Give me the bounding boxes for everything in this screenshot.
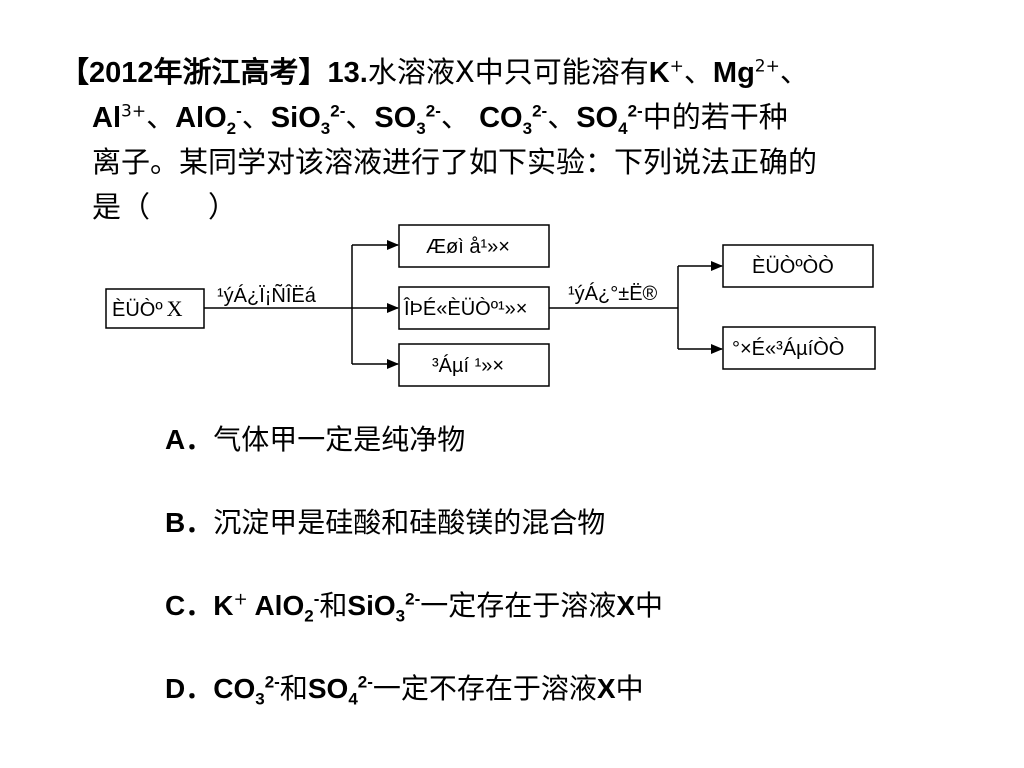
option-c-sio3: SiO: [347, 590, 396, 621]
option-c-conj: 和: [319, 589, 348, 622]
option-d-co3: CO: [213, 673, 256, 704]
ion-al: Al: [92, 102, 121, 134]
option-b[interactable]: B．沉淀甲是硅酸和硅酸镁的混合物: [165, 503, 985, 543]
ion-mg: Mg: [712, 57, 755, 89]
box-gas-label: Æøì å¹»×: [426, 236, 510, 258]
box-gas: [398, 224, 550, 268]
separator: 、: [683, 55, 713, 89]
option-d-so4-sub: 4: [348, 689, 358, 709]
question-source: 【2012年浙江高考】13.: [60, 57, 368, 89]
option-d-tail: 一定不存在于溶液: [372, 672, 597, 705]
separator: 、: [241, 100, 271, 134]
ion-alo2: AlO: [175, 102, 227, 134]
option-c-end: 中: [634, 589, 663, 622]
option-d-end: 中: [615, 672, 644, 705]
option-b-text: 沉淀甲是硅酸和硅酸镁的混合物: [213, 506, 606, 539]
box-solution-a: [398, 286, 550, 330]
ion-co3-charge: 2-: [532, 101, 548, 121]
option-d[interactable]: D．CO32-和SO42-一定不存在于溶液X中: [165, 669, 985, 709]
option-d-co3-sub: 3: [255, 689, 265, 709]
option-a[interactable]: A．气体甲一定是纯净物: [165, 420, 985, 460]
ion-sio3-sub: 3: [320, 118, 331, 138]
box-white-precipitate: [722, 326, 876, 370]
option-d-so4-charge: 2-: [357, 672, 373, 692]
ion-mg-charge: 2+: [754, 56, 780, 77]
option-c-alo2: AlO: [247, 590, 305, 621]
box-solution-x: [105, 288, 205, 329]
arrow1-label: ¹ýÁ¿Ï¡ÑÎËá: [217, 283, 317, 307]
question-intro: 水溶液X中只可能溶有: [367, 55, 649, 89]
box-solution-a-label: ÎÞÉ«ÈÜÒº¹»×: [403, 297, 527, 320]
question-line-3: 离子。某同学对该溶液进行了如下实验：下列说法正确的: [92, 145, 818, 179]
box-white-precipitate-label: °×É«³ÁµíÒÒ: [732, 337, 844, 360]
box-precipitate: [398, 343, 550, 387]
option-a-letter: A．: [165, 424, 214, 455]
option-c-alo2-sub: 2: [304, 606, 314, 626]
ion-alo2-charge: -: [236, 101, 242, 121]
question-after-ions: 中的若干种: [642, 100, 788, 134]
question-line-1: 【2012年浙江高考】13.水溶液X中只可能溶有K+、Mg2+、: [60, 50, 960, 95]
separator: 、: [547, 100, 577, 134]
ion-so3-charge: 2-: [425, 101, 441, 121]
option-d-so4: SO: [307, 673, 349, 704]
ion-al-charge: 3+: [121, 101, 147, 122]
ion-so3: SO: [374, 102, 417, 134]
ion-k-charge: +: [669, 56, 684, 77]
ion-so4-charge: 2-: [627, 101, 643, 121]
option-c-k-charge: +: [233, 589, 248, 610]
separator: 、: [345, 100, 375, 134]
ion-so3-sub: 3: [416, 118, 426, 138]
separator: 、: [779, 55, 809, 89]
box-precipitate-label: ³Áµí ¹»×: [432, 354, 504, 377]
option-d-conj: 和: [279, 672, 308, 705]
ion-so4: SO: [576, 102, 619, 134]
ion-co3: CO: [479, 102, 523, 134]
option-c-tail: 一定存在于溶液: [420, 589, 617, 622]
arrow2-label: ¹ýÁ¿°±Ë®: [568, 282, 658, 305]
option-c[interactable]: C．K+ AlO2-和SiO32-一定存在于溶液X中: [165, 586, 985, 626]
question-line-2: Al3+、AlO2-、SiO32-、SO32-、 CO32-、SO42-中的若干…: [60, 95, 960, 140]
ion-sio3: SiO: [270, 102, 321, 134]
ion-sio3-charge: 2-: [330, 101, 346, 121]
option-d-co3-charge: 2-: [264, 672, 280, 692]
question-line-4: 是（ ）: [92, 190, 238, 224]
option-c-x: X: [616, 590, 635, 621]
box-solution-b: [722, 244, 874, 288]
ion-co3-sub: 3: [522, 118, 533, 138]
ion-k: K: [648, 57, 670, 89]
option-c-letter: C．: [165, 590, 214, 621]
box-solution-b-label: ÈÜÒºÒÒ: [752, 255, 834, 278]
option-d-letter: D．: [165, 673, 214, 704]
ion-alo2-sub: 2: [226, 118, 237, 138]
question-stem: 【2012年浙江高考】13.水溶液X中只可能溶有K+、Mg2+、 Al3+、Al…: [60, 50, 960, 230]
separator: 、: [146, 100, 176, 134]
option-c-sio3-charge: 2-: [405, 589, 421, 609]
option-d-x: X: [596, 673, 616, 704]
answer-options: A．气体甲一定是纯净物 B．沉淀甲是硅酸和硅酸镁的混合物 C．K+ AlO2-和…: [165, 420, 985, 752]
option-a-text: 气体甲一定是纯净物: [213, 423, 466, 456]
option-c-alo2-charge: -: [313, 589, 320, 609]
option-c-sio3-sub: 3: [395, 606, 406, 626]
option-c-k: K: [213, 590, 234, 621]
ion-so4-sub: 4: [618, 118, 628, 138]
option-b-letter: B．: [165, 507, 214, 538]
separator: 、: [440, 100, 480, 134]
